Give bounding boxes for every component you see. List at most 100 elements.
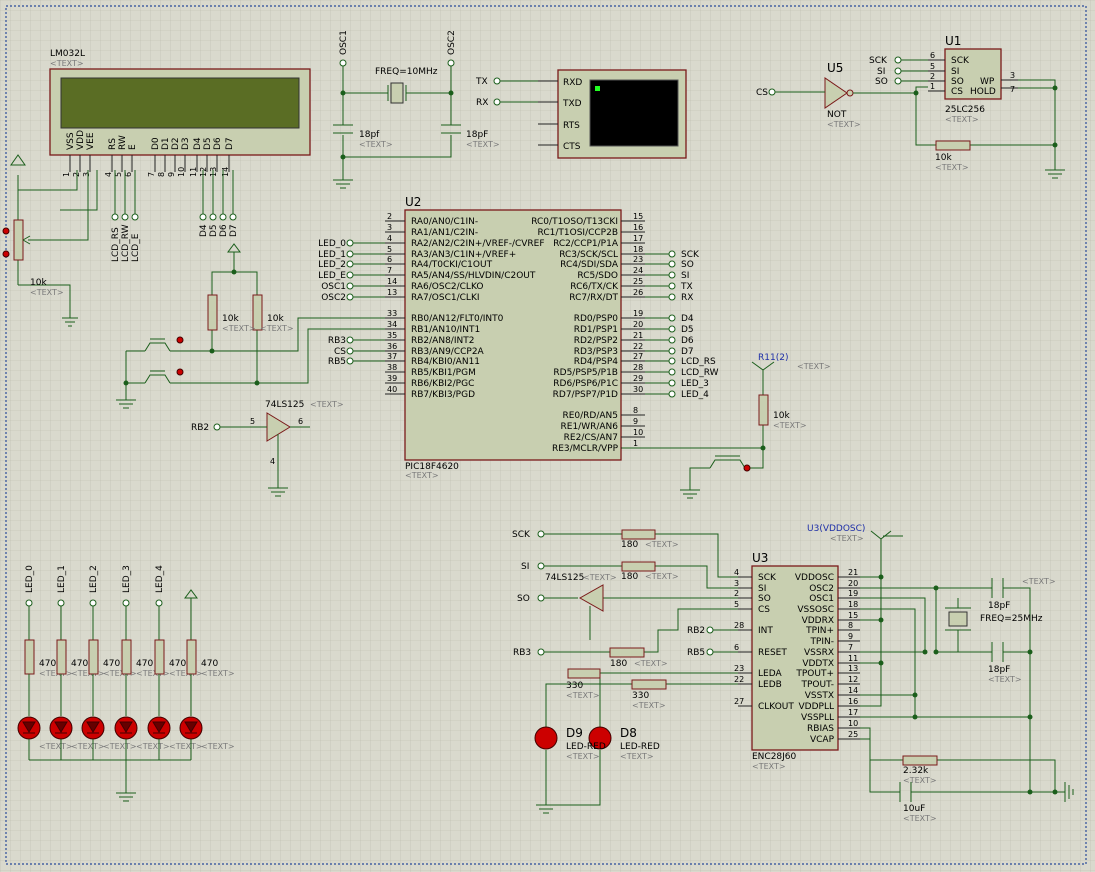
u2-right-pin-label: RC4/SDI/SDA — [560, 260, 619, 270]
u1-pin-num: 6 — [930, 51, 935, 60]
mclr-reset[interactable]: R11(2) <TEXT> 10k <TEXT> — [622, 353, 831, 499]
u3-left-pin-label: CS — [758, 605, 770, 615]
u2-left-pin-label: RB1/AN10/INT1 — [411, 325, 480, 335]
u1-ref: U1 — [945, 34, 961, 48]
u2-right-pin-num: 21 — [633, 331, 643, 340]
contrast-pot[interactable]: 10k <TEXT> — [2, 154, 98, 327]
led-net-label: LED_3 — [122, 565, 132, 593]
u1-pin-num: 5 — [930, 62, 935, 71]
lcd-pin-label: D0 — [151, 137, 161, 150]
u1-net-so: SO — [875, 77, 888, 87]
u2-left-net-terminal — [346, 250, 354, 258]
u3-right-pin-label: VSSRX — [804, 648, 834, 658]
u3-right-pin-num: 18 — [848, 600, 858, 609]
u3-net-so: SO — [517, 594, 530, 604]
led-net-terminal — [122, 599, 130, 607]
u2-right-pin-label: RC3/SCK/SCL — [559, 250, 618, 260]
u3-rbias-tag: <TEXT> — [903, 776, 937, 785]
u3-r180-b: 180 — [621, 572, 638, 582]
u3-left-pin-label: CLKOUT — [758, 702, 794, 712]
u2-right-net-terminal — [668, 368, 676, 376]
u2-left-net-terminal — [346, 357, 354, 365]
u3-left-pins: SCK4SI3SO2CS5INT28RESET6LEDA23LEDB22CLKO… — [734, 568, 794, 712]
buf1-pin-out: 6 — [298, 417, 303, 426]
u2-right-pin-label: RE1/WR/AN6 — [561, 422, 619, 432]
u2-right-net-label: SCK — [681, 250, 700, 260]
u3-left-pin-num: 4 — [734, 568, 739, 577]
u3-left-pin-label: INT — [758, 626, 773, 636]
u2-left-net-label: LED_1 — [318, 250, 346, 260]
lcd-pin-label: D2 — [171, 137, 181, 150]
led-resistor — [88, 639, 99, 675]
u2-left-pin-label: RA7/OSC1/CLKI — [411, 293, 480, 303]
u2-pic18f4620[interactable]: U2 RA0/AN0/C1IN-2RA1/AN1/C2IN-3RA2/AN2/C… — [318, 195, 718, 480]
osc-c2-tag: <TEXT> — [466, 140, 500, 149]
u3-left-pin-label: SI — [758, 584, 766, 594]
led-resistor — [121, 639, 132, 675]
u2-left-pin-num: 39 — [387, 374, 397, 383]
u1-r-tag: <TEXT> — [935, 163, 969, 172]
u2-left-pin-num: 33 — [387, 309, 397, 318]
u3-right-pin-num: 12 — [848, 675, 858, 684]
u3-r330-a: 330 — [566, 681, 583, 691]
u2-right-pin-num: 22 — [633, 342, 643, 351]
virtual-terminal[interactable]: RXD TXD RTS CTS TX RX — [475, 69, 687, 159]
u2-right-net-terminal — [668, 282, 676, 290]
u2-right-pin-num: 16 — [633, 223, 643, 232]
u2-left-pin-label: RA1/AN1/C2IN- — [411, 228, 478, 238]
term-pin-rxd: RXD — [563, 78, 582, 88]
u1-pin-num: 1 — [930, 82, 935, 91]
led-text-tag: <TEXT> — [169, 742, 203, 751]
led-resistor-value: 470 — [201, 659, 218, 669]
pic-oscillator[interactable]: OSC1 OSC2 FREQ=10MHz 18pf <TEXT> 18pF <T… — [333, 30, 500, 189]
led-resistor — [56, 639, 67, 675]
u2-left-pin-num: 36 — [387, 342, 397, 351]
u1-net-si: SI — [877, 67, 885, 77]
u3-enc28j60[interactable]: U3 SCK4SI3SO2CS5INT28RESET6LEDA23LEDB22C… — [734, 524, 903, 771]
u2-right-net-label: TX — [680, 282, 693, 292]
u3-right-pin-num: 7 — [848, 643, 853, 652]
u5-text-tag: <TEXT> — [827, 120, 861, 129]
led-net-label: LED_2 — [89, 565, 99, 593]
u2-left-net-label: RB5 — [328, 357, 346, 367]
u3-right-pin-label: VDDRX — [802, 616, 834, 626]
led-diode-icon — [22, 721, 36, 734]
u3-right-pin-label: RBIAS — [807, 724, 834, 734]
u2-right-net-terminal — [668, 325, 676, 333]
rb2-buffer[interactable]: RB2 74LS125 <TEXT> 5 6 4 — [191, 400, 344, 497]
lcd-module[interactable]: LM032L <TEXT> VSS1VDD2VEE3RS4RW5E6D07D18… — [49, 49, 311, 177]
buf1-pin-in: 5 — [250, 417, 255, 426]
lcd-pin-num: 8 — [157, 172, 166, 177]
u3-r180-a-tag: <TEXT> — [645, 540, 679, 549]
led-net-terminal — [57, 599, 65, 607]
u2-part: PIC18F4620 — [405, 462, 459, 472]
u2-left-net-terminal — [346, 293, 354, 301]
u3-r330-a-tag: <TEXT> — [566, 691, 600, 700]
u2-right-pin-num: 26 — [633, 288, 643, 297]
led-resistor-value: 470 — [39, 659, 56, 669]
u2-left-net-label: LED_2 — [318, 260, 346, 270]
led-text-tag: <TEXT> — [39, 742, 73, 751]
button-pullups[interactable]: 10k <TEXT> 10k <TEXT> — [116, 243, 385, 409]
u2-left-pin-label: RA5/AN4/SS/HLVDIN/C2OUT — [411, 271, 536, 281]
u3-left-pin-num: 3 — [734, 579, 739, 588]
led-bank[interactable]: LED_0470<TEXT><TEXT>LED_1470<TEXT><TEXT>… — [17, 565, 235, 802]
led-text-tag: <TEXT> — [136, 742, 170, 751]
u1-net-sck: SCK — [869, 56, 888, 66]
u3-right-pin-num: 25 — [848, 730, 858, 739]
led-net-terminal — [89, 599, 97, 607]
u1-pin-label: SO — [951, 77, 964, 87]
u1-part: 25LC256 — [945, 105, 985, 115]
u2-right-pin-num: 23 — [633, 255, 643, 264]
u2-left-pin-label: RA2/AN2/C2IN+/VREF-/CVREF — [411, 239, 545, 249]
lcd-pin-num: 7 — [147, 172, 156, 177]
u2-right-pin-label: RE3/MCLR/VPP — [552, 444, 619, 454]
u2-right-net-terminal — [668, 347, 676, 355]
u5-inverter[interactable]: U5 CS NOT <TEXT> — [756, 61, 928, 129]
u3-right-pin-num: 14 — [848, 686, 858, 695]
u2-left-net-label: OSC2 — [321, 293, 346, 303]
u2-left-net-terminal — [346, 336, 354, 344]
led-resistor-tag: <TEXT> — [39, 669, 73, 678]
pullup-r1-tag: <TEXT> — [222, 324, 256, 333]
